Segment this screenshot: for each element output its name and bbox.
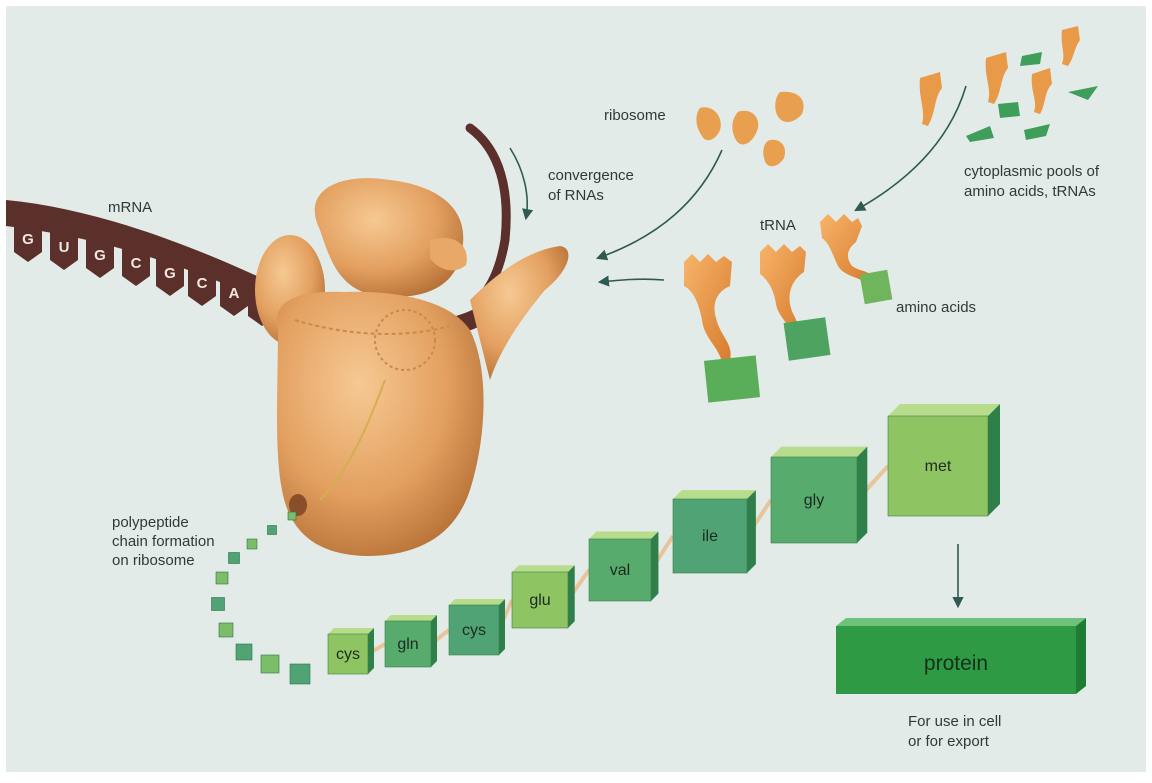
mrna-base-letter: G [94, 247, 106, 264]
polypeptide-segment [219, 623, 233, 637]
polypeptide-label-line1: polypeptide [112, 514, 189, 531]
amino-acid-label: val [610, 562, 630, 579]
amino-acid-label: glu [529, 592, 550, 609]
amino-acid-label: gln [397, 636, 418, 653]
convergence-label-line2: of RNAs [548, 187, 604, 204]
mrna-label: mRNA [108, 199, 152, 216]
amino-acid-label: cys [462, 622, 486, 639]
mrna-base-letter: A [229, 285, 240, 302]
amino-acid-block: met [888, 404, 1000, 516]
polypeptide-segment [290, 664, 310, 684]
trna-label: tRNA [760, 217, 796, 234]
mrna-base-letter: U [59, 239, 70, 256]
polypeptide-segment [288, 512, 296, 520]
amino-acid-block: val [589, 532, 658, 601]
amino-acids-label: amino acids [896, 299, 976, 316]
convergence-label-line1: convergence [548, 167, 634, 184]
ribosome-label: ribosome [604, 107, 666, 124]
amino-acid-label: met [925, 458, 952, 475]
amino-acid-label: gly [804, 492, 824, 509]
polypeptide-segment [216, 572, 228, 584]
polypeptide-segment [212, 598, 225, 611]
export-label-line2: or for export [908, 733, 990, 750]
export-label-line1: For use in cell [908, 713, 1001, 730]
amino-acid-block: cys [449, 599, 505, 655]
amino-acid-block: cys [328, 628, 374, 674]
amino-acid-block: gln [385, 615, 437, 667]
amino-acid-block: gly [771, 447, 867, 543]
mrna-base-letter: G [164, 265, 176, 282]
amino-acid-label: ile [702, 528, 718, 545]
polypeptide-segment [261, 655, 279, 673]
mrna-base-letter: C [131, 255, 142, 272]
protein-block: protein [836, 618, 1086, 694]
cyto-label-line1: cytoplasmic pools of [964, 163, 1100, 180]
polypeptide-segment [247, 539, 257, 549]
polypeptide-segment [268, 526, 277, 535]
amino-acid-label: cys [336, 646, 360, 663]
mrna-base-letter: G [22, 231, 34, 248]
protein-label: protein [924, 652, 988, 675]
mrna-base-letter: C [197, 275, 208, 292]
polypeptide-label-line2: chain formation [112, 533, 215, 550]
polypeptide-label-line3: on ribosome [112, 552, 195, 569]
polypeptide-segment [236, 644, 252, 660]
cyto-label-line2: amino acids, tRNAs [964, 183, 1096, 200]
amino-acid-block: ile [673, 490, 756, 573]
polypeptide-segment [229, 553, 240, 564]
amino-acid-block: glu [512, 565, 575, 628]
